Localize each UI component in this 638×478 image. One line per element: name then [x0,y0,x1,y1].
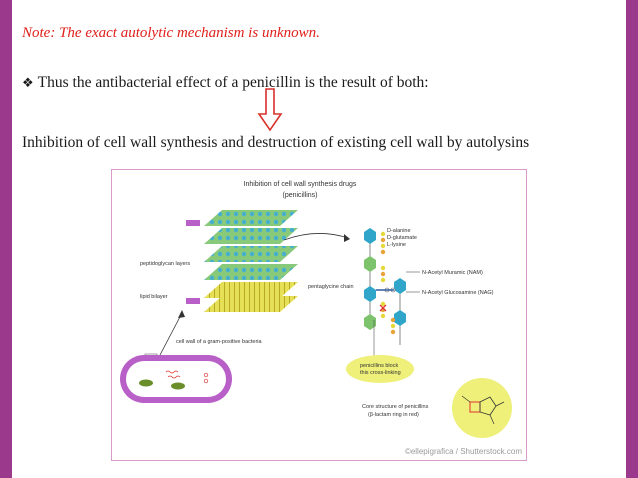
right-accent-bar [626,0,638,478]
label-peptidoglycan: peptidoglycan layers [140,261,190,267]
label-lipid-bilayer: lipid bilayer [140,294,168,300]
curved-arrow [283,233,349,241]
bullet-text: Thus the antibacterial effect of a penic… [37,74,429,91]
label-core-1: Core structure of penicillins [362,404,429,410]
label-nam: N-Acetyl Muramic (NAM) [422,270,483,276]
legend-swatch-2 [186,298,200,304]
block-callout [346,355,414,383]
down-arrow-icon [257,88,283,132]
note-text: Note: The exact autolytic mechanism is u… [22,25,320,41]
bacterium-graphic [120,355,232,403]
curved-arrowhead [344,234,350,242]
left-accent-bar [0,0,12,478]
bullet-point: ❖Thus the antibacterial effect of a peni… [22,74,429,92]
pointer-line [159,312,183,356]
diagram-svg: Inhibition of cell wall synthesis drugs … [120,181,522,456]
label-nag: N-Acetyl Glucosamine (NAG) [422,290,494,296]
figure-title-1: Inhibition of cell wall synthesis drugs [244,181,357,188]
label-block-1: penicillins block [360,363,398,369]
pointer-arrowhead [178,310,185,318]
label-d-alanine: D-alanine [387,228,411,234]
label-l-lysine: L-lysine [387,242,406,248]
watermark: ©ellepigrafica / Shutterstock.com [405,447,522,456]
penicillin-diagram: Inhibition of cell wall synthesis drugs … [111,169,527,461]
beta-lactam-structure-icon [461,395,505,425]
label-pentaglycine: pentaglycine chain [308,284,354,290]
label-cell-wall: cell wall of a gram-positive bacteria [176,339,263,345]
label-d-glutamate: D-glutamate [387,235,417,241]
figure-title-2: (penicillins) [282,192,317,199]
label-block-2: this cross-linking [360,370,401,376]
peptidoglycan-layers-graphic [204,210,298,312]
legend-swatch-1 [186,220,200,226]
molecular-chain-graphic [364,228,406,345]
core-structure-callout [452,378,512,438]
conclusion-text: Inhibition of cell wall synthesis and de… [22,134,530,151]
diamond-bullet-icon: ❖ [22,76,34,91]
label-core-2: (β-lactam ring in red) [368,412,419,418]
